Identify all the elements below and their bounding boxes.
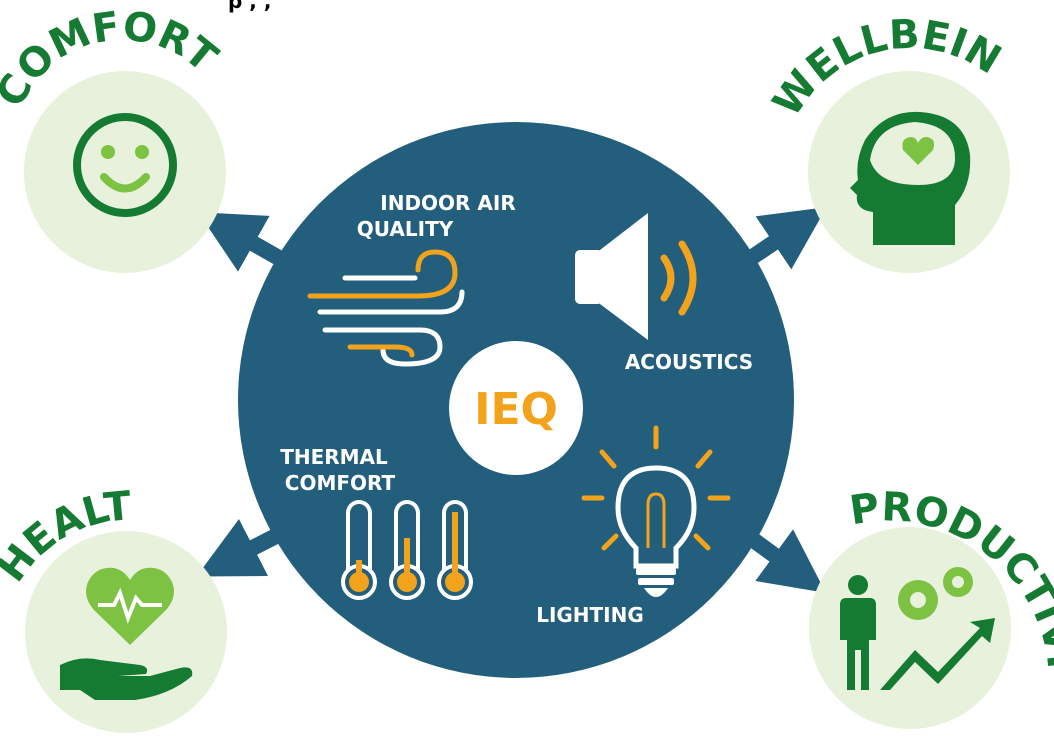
arrow-to-health — [196, 518, 286, 577]
outcome-comfort: COMFORT — [0, 3, 226, 273]
arrow-to-wellbeing — [743, 207, 827, 270]
factor-label-line: LIGHTING — [536, 603, 644, 627]
factor-label-line: ACOUSTICS — [625, 350, 753, 374]
factor-indoor-air-quality: INDOOR AIR QUALITY — [307, 191, 516, 367]
factor-acoustics: ACOUSTICS — [575, 213, 753, 374]
center-circle — [449, 341, 583, 475]
arrow-to-productivity — [743, 529, 826, 593]
factor-thermal-comfort: THERMAL COMFORT — [280, 445, 473, 600]
factor-label-line: QUALITY — [357, 217, 454, 241]
wind-icon — [307, 249, 465, 367]
factor-lighting: LIGHTING — [536, 425, 731, 627]
factor-label-line: INDOOR AIR — [380, 191, 515, 215]
smiley-face-icon — [73, 113, 177, 217]
lightbulb-icon — [581, 425, 731, 597]
person-gears-growth-icon — [840, 567, 995, 690]
ieq-hub: IEQ INDOOR AIR QUALITY ACOUSTICS — [238, 122, 794, 678]
thermometers-icon — [341, 500, 473, 600]
factor-label-line: THERMAL — [280, 445, 388, 469]
heart-in-hand-icon — [60, 567, 193, 700]
connector-arrows — [196, 207, 827, 593]
speaker-icon — [575, 213, 697, 340]
outcome-circle — [24, 71, 226, 273]
factor-label-line: COMFORT — [285, 471, 396, 495]
partial-top-text: p , , — [228, 0, 271, 13]
head-with-heart-icon — [850, 111, 971, 245]
arrow-to-comfort — [198, 212, 290, 272]
center-label: IEQ — [474, 384, 558, 435]
